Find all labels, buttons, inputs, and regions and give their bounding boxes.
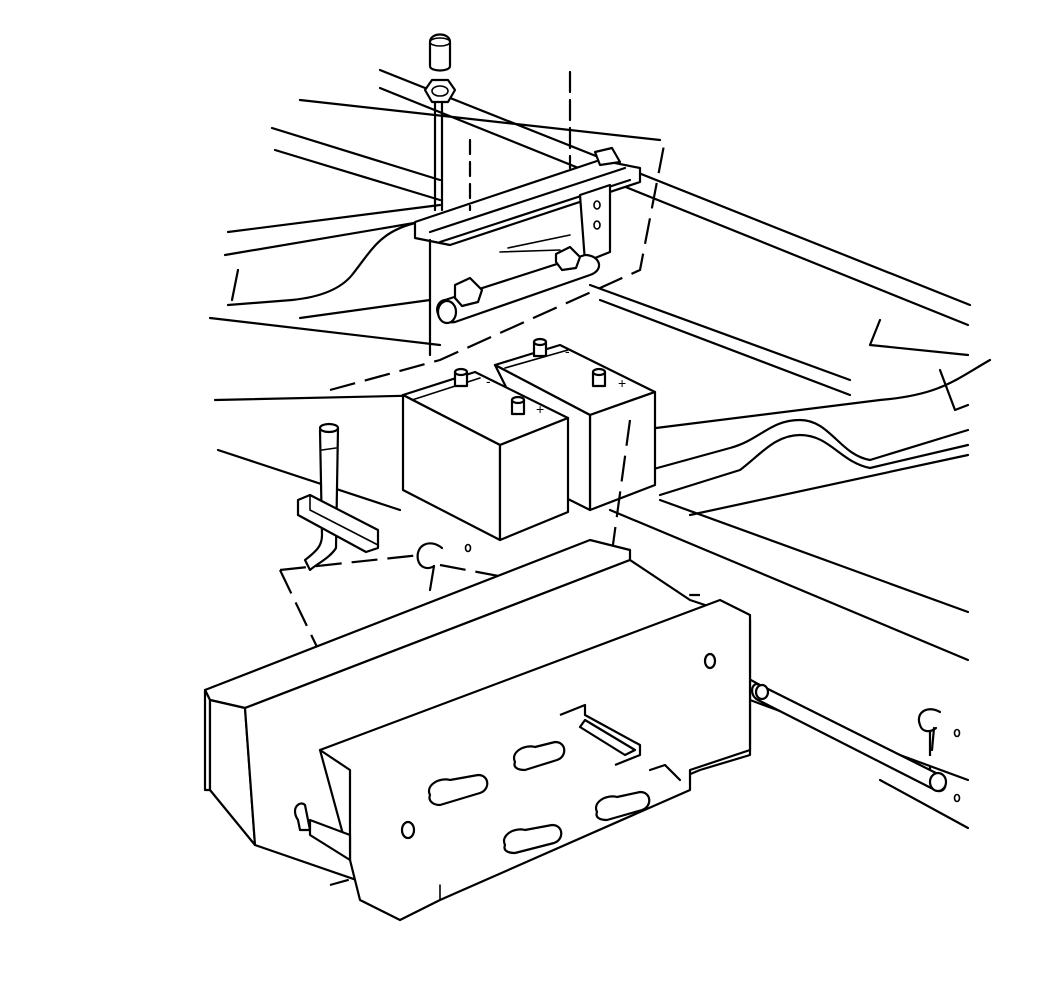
retaining-clip-right — [917, 708, 961, 803]
nut — [423, 78, 457, 104]
battery-right-positive-label: + — [618, 375, 626, 391]
hold-down-bracket — [413, 146, 642, 357]
battery-right-negative-label: - — [565, 343, 570, 359]
battery-left-negative-label: - — [486, 373, 491, 389]
spacer-block — [296, 493, 380, 554]
cap — [428, 33, 452, 72]
frame-rail-lower — [216, 448, 970, 830]
support-rod-upper — [436, 234, 601, 325]
crossmember — [213, 283, 992, 517]
battery-left: + - — [401, 367, 570, 542]
battery-tray — [203, 538, 752, 922]
hold-down-bolt — [433, 98, 444, 212]
frame-rail-upper — [208, 68, 972, 347]
alignment-lines-top — [468, 70, 572, 212]
battery-cable — [303, 422, 340, 572]
support-rod — [751, 682, 948, 793]
retaining-clip-left — [416, 542, 472, 592]
battery-left-positive-label: + — [536, 401, 544, 417]
